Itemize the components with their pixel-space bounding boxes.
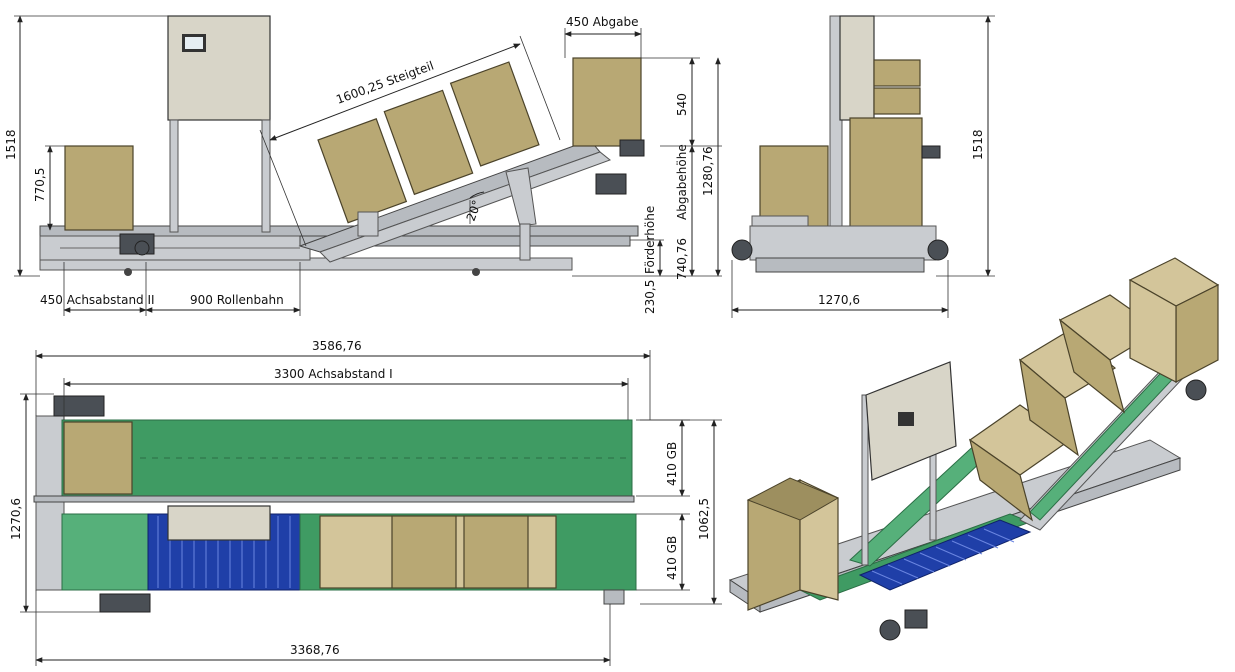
dim-1062: 1062,5 [697,498,711,540]
dim-angle: 20° [464,198,484,223]
dim-740: 740,76 [675,238,689,280]
dim-rollenbahn: 900 Rollenbahn [190,293,284,307]
dim-540: 540 [675,93,689,116]
label-abgabehoehe: Abgabehöhe [675,144,689,220]
dim-abgabe: 450 Abgabe [566,15,639,29]
end-view: 1518 1270,6 [731,15,995,318]
dim-overall-length: 3586,76 [312,339,362,353]
side-control-cabinet [167,15,271,121]
isometric-view [728,257,1220,641]
dim-end-height: 1518 [971,129,985,160]
side-box-left [64,145,134,231]
side-box-discharge [572,57,642,147]
dim-gb-lower: 410 GB [665,536,679,580]
dim-end-width: 1270,6 [818,293,860,307]
dim-gb-upper: 410 GB [665,442,679,486]
dim-achsabstand2: 450 Achsabstand II [40,293,155,307]
label-foerderhoehe: Förderhöhe [643,206,657,274]
side-view: 1600,25 Steigteil 450 Abgabe 1518 770,5 … [4,15,722,316]
dim-side-770: 770,5 [33,168,47,202]
dim-bottom-length: 3368,76 [290,643,340,657]
dim-top-width: 1270,6 [9,498,23,540]
dim-230: 230,5 [643,280,657,314]
dim-1280: 1280,76 [701,146,715,196]
top-view: 3586,76 3300 Achsabstand I 1270,6 410 GB… [9,339,722,666]
dim-achsabstand1: 3300 Achsabstand I [274,367,393,381]
dim-side-height: 1518 [4,129,18,160]
